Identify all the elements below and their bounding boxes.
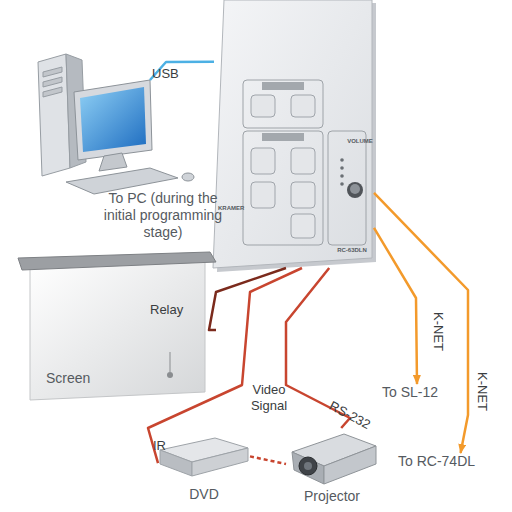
- cable-line: [209, 268, 286, 330]
- panel-button: [291, 148, 315, 174]
- cable-label: USB: [152, 66, 179, 82]
- screen-fabric: [30, 262, 205, 400]
- screen-node: Screen: [18, 252, 216, 402]
- volume-led: [340, 182, 344, 186]
- label-strip: [262, 133, 304, 141]
- destination-caption: To RC-74DL: [398, 453, 490, 470]
- cable-label: RS-232: [327, 398, 373, 432]
- panel-button: [251, 148, 275, 174]
- device-caption: DVD: [158, 486, 250, 503]
- cable-label: K-NET: [430, 312, 446, 351]
- volume-knob-cap: [350, 184, 360, 194]
- panel-marking: VOLUME: [340, 138, 380, 145]
- device-caption: Projector: [286, 488, 378, 505]
- destination-node: To SL-12: [382, 384, 452, 402]
- device-caption: Screen: [46, 370, 126, 387]
- projector-front: [292, 452, 324, 484]
- cable-line: [250, 456, 286, 464]
- model-marking: RC-63DLN: [330, 247, 374, 254]
- label-strip: [262, 82, 304, 90]
- pull-knob: [167, 372, 173, 378]
- pc-drive-slot: [43, 87, 62, 97]
- pc-drive-slot: [43, 67, 62, 77]
- cable-label: IR: [153, 438, 166, 454]
- volume-led: [340, 174, 344, 178]
- screen-roller: [18, 252, 216, 270]
- wall-panel-node: VOLUMEKRAMERRC-63DLN: [214, 0, 374, 268]
- cable-line: [374, 228, 417, 384]
- volume-frame: [328, 131, 366, 245]
- dvd-front: [160, 450, 192, 476]
- panel-button: [251, 182, 275, 208]
- cable-label: K-NET: [474, 372, 490, 411]
- panel-button: [291, 95, 315, 117]
- volume-knob: [347, 182, 363, 198]
- device-caption: To PC (during the initial programming st…: [93, 190, 233, 240]
- projector-lens: [299, 457, 317, 475]
- button-frame: [243, 131, 323, 245]
- monitor-screen: [80, 87, 146, 152]
- panel-button: [251, 95, 275, 117]
- panel-button: [291, 214, 315, 238]
- pull-cord: [170, 352, 171, 372]
- destination-node: To RC-74DL: [398, 453, 490, 471]
- monitor-bezel: [74, 80, 152, 160]
- wall-panel-plate: [213, 0, 372, 268]
- volume-led: [340, 158, 344, 162]
- destination-caption: To SL-12: [382, 384, 452, 401]
- dvd-side: [192, 448, 248, 476]
- pc-node: To PC (during the initial programming st…: [28, 50, 150, 200]
- panel-button: [291, 182, 315, 208]
- mouse: [182, 173, 194, 181]
- volume-led: [340, 166, 344, 170]
- button-frame: [243, 80, 323, 128]
- projector-lens-glass: [304, 462, 312, 470]
- projector-side: [324, 446, 376, 484]
- cable-label: Relay: [150, 302, 183, 318]
- cable-line: [148, 268, 302, 463]
- projector-node: Projector: [286, 428, 378, 508]
- monitor-stand: [99, 153, 127, 171]
- pc-drive-slot: [43, 77, 62, 87]
- pc-tower-front: [38, 54, 70, 176]
- brand-marking: KRAMER: [218, 205, 258, 212]
- cable-label: Video Signal: [246, 382, 292, 413]
- dvd-node: DVD: [158, 436, 250, 504]
- cable-line: [374, 193, 468, 453]
